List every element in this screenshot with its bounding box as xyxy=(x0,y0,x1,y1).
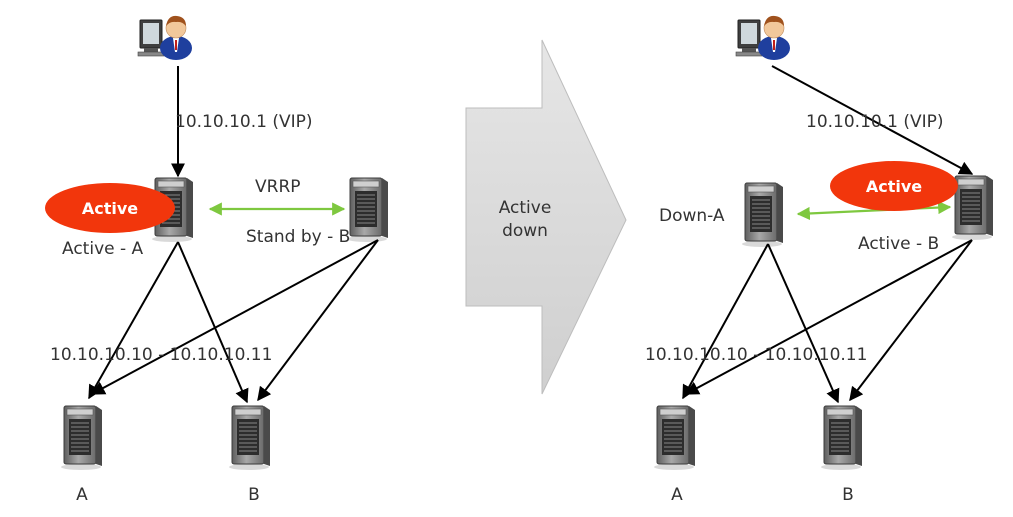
backend-b-label: B xyxy=(248,485,260,505)
active-badge-label: Active xyxy=(866,177,922,196)
transition-label-line1: Active xyxy=(499,198,552,218)
backend-a-label: A xyxy=(671,485,683,505)
user-computer-icon xyxy=(735,15,791,61)
connector-b-to-backend-a xyxy=(90,239,379,395)
connector-b-to-backend-b xyxy=(849,239,973,402)
active-badge xyxy=(45,183,175,233)
vip-connector xyxy=(771,65,974,175)
connector-a-to-backend-a xyxy=(682,243,769,400)
backend-a-label: A xyxy=(76,485,88,505)
server-a-label: Active - A xyxy=(62,239,144,259)
vip-label: 10.10.10.1 (VIP) xyxy=(806,112,944,132)
transition-label-line2: down xyxy=(502,221,548,241)
server-icon xyxy=(820,405,863,471)
before-panel: Active 10.10.10.1 (VIP) VRRP Active - A … xyxy=(45,15,389,505)
connector-a-to-backend-a xyxy=(88,241,179,400)
server-b-label: Stand by - B xyxy=(246,227,350,247)
vrrp-label: VRRP xyxy=(255,177,301,197)
user-computer-icon xyxy=(137,15,193,61)
server-a-label: Down-A xyxy=(659,206,725,226)
server-b-label: Active - B xyxy=(858,234,939,254)
connector-a-to-backend-b xyxy=(767,243,840,404)
server-icon xyxy=(741,182,784,248)
server-icon xyxy=(228,405,271,471)
transition-arrow: Active down xyxy=(465,39,627,395)
connector-a-to-backend-b xyxy=(177,241,249,404)
vrrp-link xyxy=(796,200,952,221)
vip-label: 10.10.10.1 (VIP) xyxy=(175,112,313,132)
active-badge xyxy=(830,161,958,211)
after-panel: Active 10.10.10.1 (VIP) Down-A Active - … xyxy=(645,15,994,505)
connector-b-to-backend-a xyxy=(684,239,973,395)
server-icon xyxy=(60,405,103,471)
server-icon xyxy=(346,177,389,243)
connector-b-to-backend-b xyxy=(257,239,379,402)
active-badge-label: Active xyxy=(82,199,138,218)
backend-b-label: B xyxy=(842,485,854,505)
backend-range-label: 10.10.10.10 - 10.10.10.11 xyxy=(645,345,867,365)
backend-range-label: 10.10.10.10 - 10.10.10.11 xyxy=(50,345,272,365)
server-icon xyxy=(653,405,696,471)
server-icon xyxy=(951,175,994,241)
